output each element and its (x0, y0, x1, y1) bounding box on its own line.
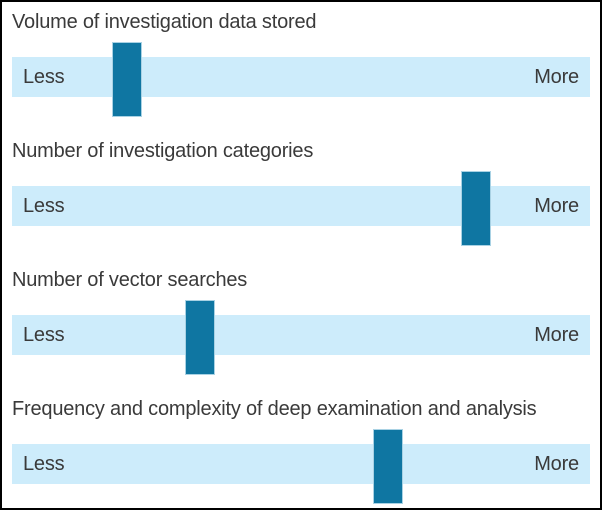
slider-label: Frequency and complexity of deep examina… (12, 398, 537, 420)
slider-group-vector-searches: Number of vector searches Less More (12, 268, 590, 375)
slider-max-label: More (534, 452, 579, 475)
slider-label: Number of vector searches (12, 269, 248, 291)
slider-min-label: Less (23, 65, 65, 88)
slider-max-label: More (534, 65, 579, 88)
slider-track[interactable]: Less More (12, 171, 590, 246)
slider-group-deep-examination: Frequency and complexity of deep examina… (12, 397, 590, 504)
slider-group-volume-stored: Volume of investigation data stored Less… (12, 10, 590, 117)
slider-handle[interactable] (184, 300, 215, 375)
slider-handle[interactable] (373, 429, 404, 504)
slider-min-label: Less (23, 452, 65, 475)
slider-track[interactable]: Less More (12, 42, 590, 117)
slider-track[interactable]: Less More (12, 300, 590, 375)
slider-min-label: Less (23, 323, 65, 346)
slider-handle[interactable] (112, 42, 143, 117)
slider-track[interactable]: Less More (12, 429, 590, 504)
slider-max-label: More (534, 323, 579, 346)
slider-max-label: More (534, 194, 579, 217)
slider-min-label: Less (23, 194, 65, 217)
slider-label: Number of investigation categories (12, 140, 314, 162)
slider-label: Volume of investigation data stored (12, 11, 317, 33)
slider-handle[interactable] (460, 171, 491, 246)
slider-group-investigation-categories: Number of investigation categories Less … (12, 139, 590, 246)
